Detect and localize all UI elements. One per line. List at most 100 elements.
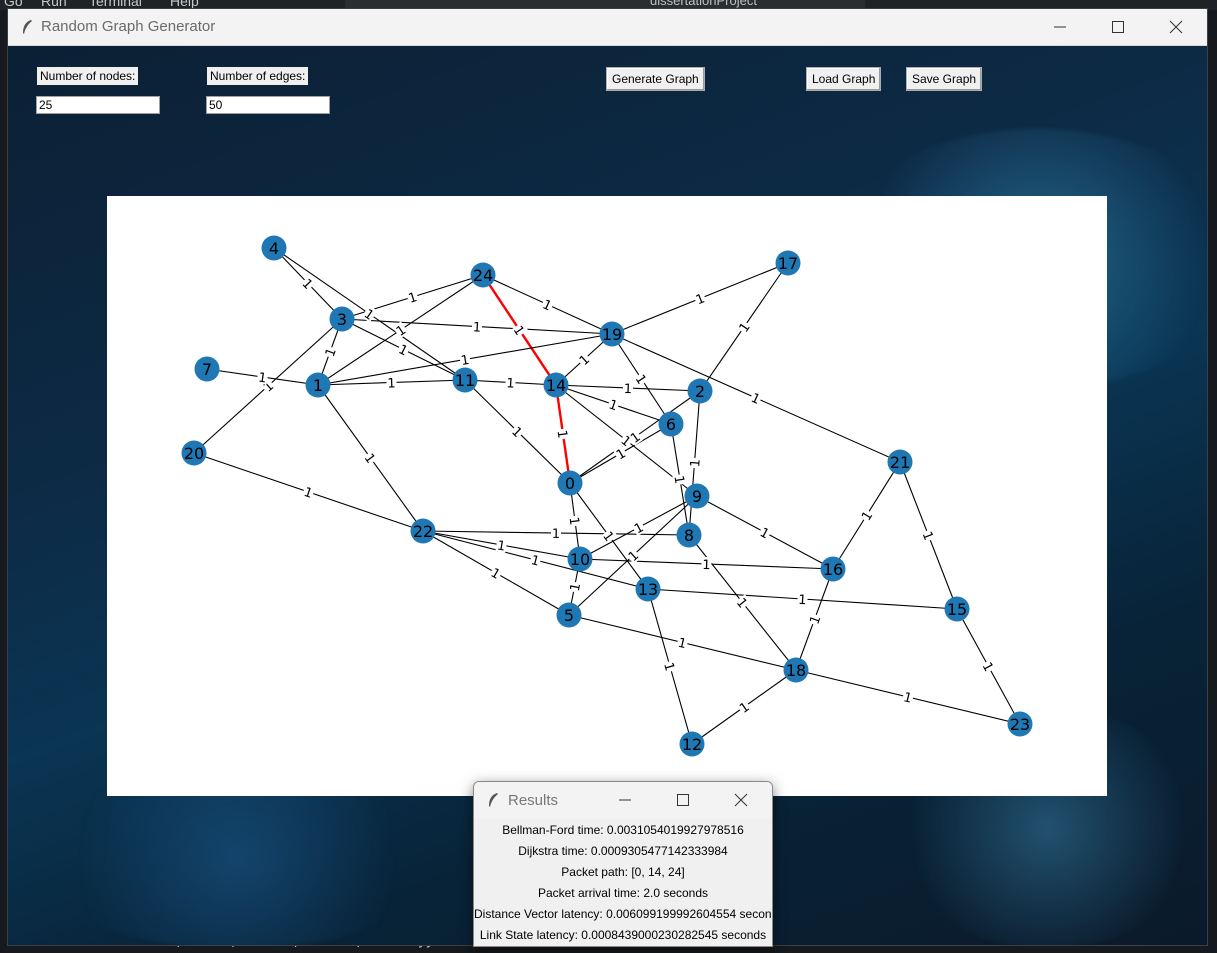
results-title-bar: Results (474, 782, 772, 818)
edge-label-bg (735, 698, 753, 716)
edge-label-bg (395, 341, 412, 358)
node-label: 7 (202, 360, 212, 379)
load-graph-button[interactable]: Load Graph (806, 67, 882, 91)
feather-icon (489, 793, 498, 807)
edge-label-bg (920, 528, 937, 543)
minimize-button[interactable] (1031, 9, 1089, 45)
graph-node-21 (887, 449, 913, 475)
host-search-box[interactable]: dissertationProject (345, 0, 865, 10)
node-label: 4 (269, 239, 279, 258)
node-label: 8 (684, 526, 694, 545)
edge-weight-label: 1 (702, 558, 711, 573)
node-label: 11 (455, 371, 475, 390)
edges-label: Number of edges: (207, 67, 309, 85)
nodes-input[interactable]: 25 (36, 96, 160, 114)
results-close-button[interactable] (712, 782, 770, 818)
host-menu-help[interactable]: Help (170, 0, 199, 9)
edge-label-bg (622, 380, 634, 396)
edge-label-bg (748, 389, 764, 407)
graph-node-16 (820, 556, 846, 582)
node-label: 24 (473, 266, 493, 285)
edge-label-bg (687, 457, 702, 469)
title-bar: Random Graph Generator (8, 9, 1207, 46)
node-label: 23 (1010, 715, 1030, 734)
edge-label-bg (606, 396, 621, 413)
results-minimize-button[interactable] (596, 782, 654, 818)
graph-node-23 (1007, 711, 1033, 737)
edge-label-bg (630, 518, 647, 537)
maximize-icon (1112, 21, 1124, 33)
edge-weight-label: 1 (554, 429, 570, 439)
graph-node-11 (452, 367, 478, 393)
bellman-ford-time: Bellman-Ford time: 0.0031054019927978516 (502, 823, 744, 837)
graph-node-0 (557, 470, 583, 496)
edge-label-bg (806, 612, 823, 627)
node-label: 18 (786, 661, 806, 680)
edge-weight-label: 1 (568, 582, 584, 593)
graph-node-3 (329, 306, 355, 332)
graph-node-1 (305, 372, 331, 398)
host-search-text: dissertationProject (650, 0, 757, 8)
edge-label-bg (321, 344, 339, 360)
distance-vector-latency: Distance Vector latency: 0.0060991999926… (474, 907, 773, 921)
host-menu-go[interactable]: Go (4, 0, 23, 9)
edge-label-bg (471, 319, 483, 334)
graph-node-6 (658, 411, 684, 437)
edge-weight-label: 1 (496, 538, 507, 554)
edge-label-bg (624, 546, 642, 565)
edge-label-bg (361, 305, 378, 323)
results-maximize-button[interactable] (654, 782, 712, 818)
edge-label-bg (495, 537, 508, 553)
node-label: 6 (666, 415, 676, 434)
edge-weight-label: 1 (506, 376, 515, 391)
node-label: 2 (695, 382, 705, 401)
edge-layer (193, 247, 1021, 745)
edge-label-bg (510, 321, 529, 339)
edge-weight-label: 1 (299, 276, 316, 292)
node-label: 16 (823, 560, 843, 579)
edge-label-bg (392, 321, 409, 339)
edge-label-bg (566, 580, 583, 594)
edge-label-bg (675, 634, 690, 651)
generate-graph-button[interactable]: Generate Graph (606, 67, 705, 91)
edges-input[interactable]: 50 (206, 96, 330, 114)
results-window: Results Bellman-Ford time: 0.00310540199… (473, 781, 773, 947)
edge-label-bg (405, 288, 420, 306)
edge-weight-label: 1 (566, 516, 582, 526)
maximize-button[interactable] (1089, 9, 1147, 45)
edge-label-bg (661, 659, 679, 674)
edge-label-bg (458, 351, 472, 368)
edge-label-bg (550, 525, 562, 541)
edge-weight-label: 1 (460, 353, 471, 369)
node-label: 1 (313, 376, 323, 395)
packet-path: Packet path: [0, 14, 24] (561, 865, 685, 879)
graph-node-22 (410, 518, 436, 544)
graph-node-13 (635, 576, 661, 602)
graph-node-8 (676, 522, 702, 548)
node-label: 22 (413, 522, 433, 541)
node-label: 21 (890, 453, 910, 472)
edge-weight-label: 1 (798, 593, 807, 609)
packet-arrival-time: Packet arrival time: 2.0 seconds (537, 886, 709, 900)
node-label: 20 (184, 444, 204, 463)
results-list: Bellman-Ford time: 0.0031054019927978516… (474, 820, 772, 946)
edge-weight-label: 1 (676, 636, 688, 653)
edge-weight-label: 1 (529, 553, 541, 570)
graph-node-14 (543, 372, 569, 398)
host-menu-terminal[interactable]: Terminal (89, 0, 142, 9)
graph-node-24 (470, 262, 496, 288)
close-button[interactable] (1147, 9, 1205, 45)
host-menu-run[interactable]: Run (41, 0, 67, 9)
edge-label-bg (626, 428, 644, 446)
close-icon (734, 793, 748, 807)
edge-label-bg (979, 658, 998, 675)
graph-node-7 (194, 356, 220, 382)
save-graph-button[interactable]: Save Graph (906, 67, 983, 91)
node-label: 5 (564, 606, 574, 625)
window-title: Random Graph Generator (41, 18, 216, 35)
edge-label-bg (555, 428, 571, 440)
graph-node-2 (687, 378, 713, 404)
node-label: 17 (778, 254, 798, 273)
